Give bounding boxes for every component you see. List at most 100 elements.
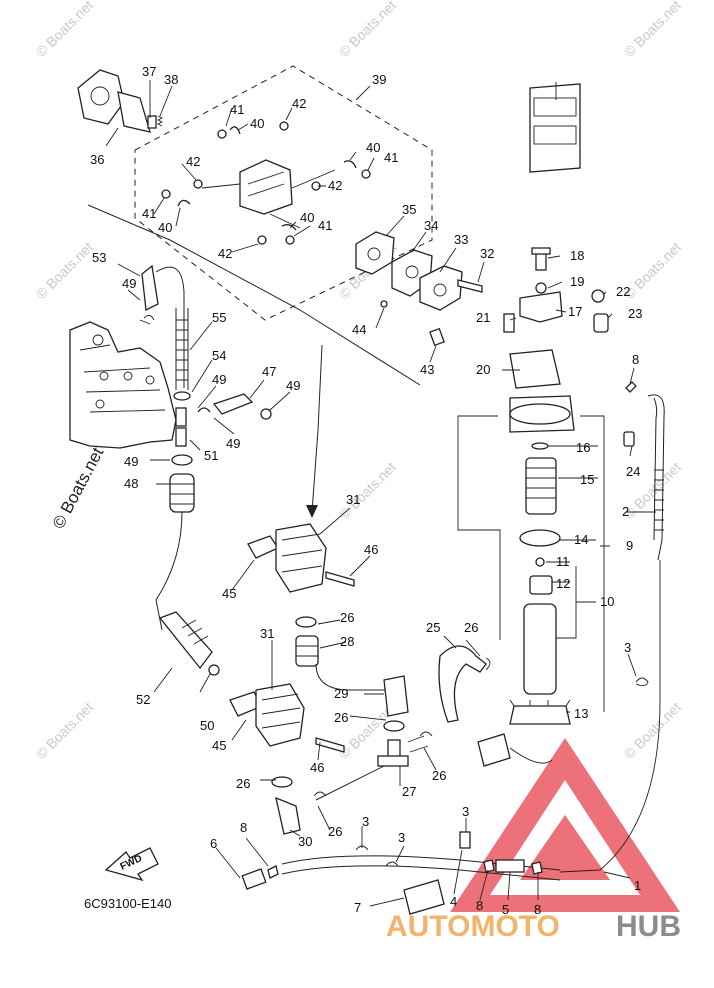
- callout-label: 32: [480, 246, 494, 261]
- upper-left-hoses: [141, 264, 272, 513]
- callout-label: 33: [454, 232, 468, 247]
- callout-label: 26: [464, 620, 478, 635]
- section-arrowhead: [306, 505, 318, 518]
- callout-label: 45: [222, 586, 236, 601]
- callout-label: 23: [628, 306, 642, 321]
- fuel-hose-51: [155, 511, 183, 631]
- fuel-filter-assembly: [503, 247, 637, 725]
- callout-label: 41: [384, 150, 398, 165]
- callout-label: 48: [124, 476, 138, 491]
- callout-label: 28: [340, 634, 354, 649]
- callout-label: 26: [340, 610, 354, 625]
- callout-label: 54: [212, 348, 226, 363]
- clip-49-lower: [208, 664, 220, 676]
- callout-label: 40: [366, 140, 380, 155]
- callout-label: 3: [462, 804, 469, 819]
- callout-label: 38: [164, 72, 178, 87]
- callout-label: 34: [424, 218, 438, 233]
- engine-block-outline: [69, 321, 177, 449]
- callout-label: 55: [212, 310, 226, 325]
- callout-label: 52: [136, 692, 150, 707]
- callout-label: 42: [328, 178, 342, 193]
- watermark: © Boats.net: [336, 0, 399, 60]
- callout-label: 10: [600, 594, 614, 609]
- fuel-pump-kit-group-box: [134, 65, 433, 321]
- brand-wordmark-part2: HUB: [616, 910, 681, 943]
- callout-label: 15: [580, 472, 594, 487]
- watermark: © Boats.net: [33, 239, 96, 302]
- callout-label: 17: [568, 304, 582, 319]
- callout-label: 41: [318, 218, 332, 233]
- callout-label: 11: [556, 554, 570, 569]
- callout-label: 6: [210, 836, 217, 851]
- callout-label: 25: [426, 620, 440, 635]
- fuel-hose-29-end: [383, 675, 409, 717]
- callout-label: 29: [334, 686, 348, 701]
- callout-label: 8: [632, 352, 639, 367]
- callout-label: 53: [92, 250, 106, 265]
- bottom-fuel-line: [241, 831, 561, 915]
- fuel-hose-51-ribbing: [181, 619, 209, 645]
- callout-label: 49: [124, 454, 138, 469]
- pump-cover-gaskets: [355, 231, 483, 347]
- filter-wire: [509, 747, 553, 764]
- callout-label: 12: [556, 576, 570, 591]
- callout-label: 36: [90, 152, 104, 167]
- callout-label: 40: [250, 116, 264, 131]
- fuel-hose-long-run: [559, 560, 661, 873]
- callout-label: 19: [570, 274, 584, 289]
- callout-label: 45: [212, 738, 226, 753]
- callout-label: 42: [218, 246, 232, 261]
- callout-label: 2: [622, 504, 629, 519]
- callout-label: 16: [576, 440, 590, 455]
- callout-label: 22: [616, 284, 630, 299]
- callout-label: 30: [298, 834, 312, 849]
- callout-label: 4: [450, 894, 457, 909]
- callout-label: 49: [212, 372, 226, 387]
- callout-label: 46: [310, 760, 324, 775]
- callout-label: 46: [364, 542, 378, 557]
- callout-label: 8: [476, 898, 483, 913]
- callout-label: 3: [398, 830, 405, 845]
- callout-label: 42: [186, 154, 200, 169]
- brand-wordmark: AUTOMOTO HUB: [386, 910, 681, 943]
- fuel-hose-29: [315, 663, 386, 691]
- callout-label: 47: [262, 364, 276, 379]
- callout-label: 31: [260, 626, 274, 641]
- callout-label: 27: [402, 784, 416, 799]
- callout-label: 44: [352, 322, 366, 337]
- callout-label: 7: [354, 900, 361, 915]
- section-divider-line: [87, 204, 421, 386]
- watermark: © Boats.net: [621, 0, 684, 60]
- fuel-pump-lower: [229, 683, 345, 835]
- watermark: © Boats.net: [621, 699, 684, 762]
- watermark: © Boats.net: [33, 0, 96, 60]
- callout-label: 13: [574, 706, 588, 721]
- callout-label: 14: [574, 532, 588, 547]
- callout-label: 21: [476, 310, 490, 325]
- callout-label: 9: [626, 538, 633, 553]
- callout-label: 39: [372, 72, 386, 87]
- side-watermark: © Boats.net: [49, 444, 108, 532]
- callout-label: 42: [292, 96, 306, 111]
- fuel-hose-right: [647, 394, 665, 561]
- fuel-pump-kit-parts: [77, 69, 371, 245]
- clip-3-right: [635, 677, 649, 687]
- leader-lines: [105, 80, 656, 907]
- fuel-hose-right-ribbing: [654, 469, 664, 531]
- callout-label: 49: [226, 436, 240, 451]
- callout-label: 35: [402, 202, 416, 217]
- section-arrow: [311, 344, 323, 513]
- callout-label: 41: [230, 102, 244, 117]
- callout-label: 20: [476, 362, 490, 377]
- callout-label: 40: [158, 220, 172, 235]
- callout-label: 26: [236, 776, 250, 791]
- callout-label: 41: [142, 206, 156, 221]
- callout-label: 31: [346, 492, 360, 507]
- callout-label: 3: [362, 814, 369, 829]
- warning-label-sheet: [529, 83, 581, 173]
- callout-numbers: 1 2 3 3 3 3 4 5 6 7 8 8 8 8 9 10 11 12 1…: [90, 64, 642, 917]
- callout-label: 26: [334, 710, 348, 725]
- callout-label: 43: [420, 362, 434, 377]
